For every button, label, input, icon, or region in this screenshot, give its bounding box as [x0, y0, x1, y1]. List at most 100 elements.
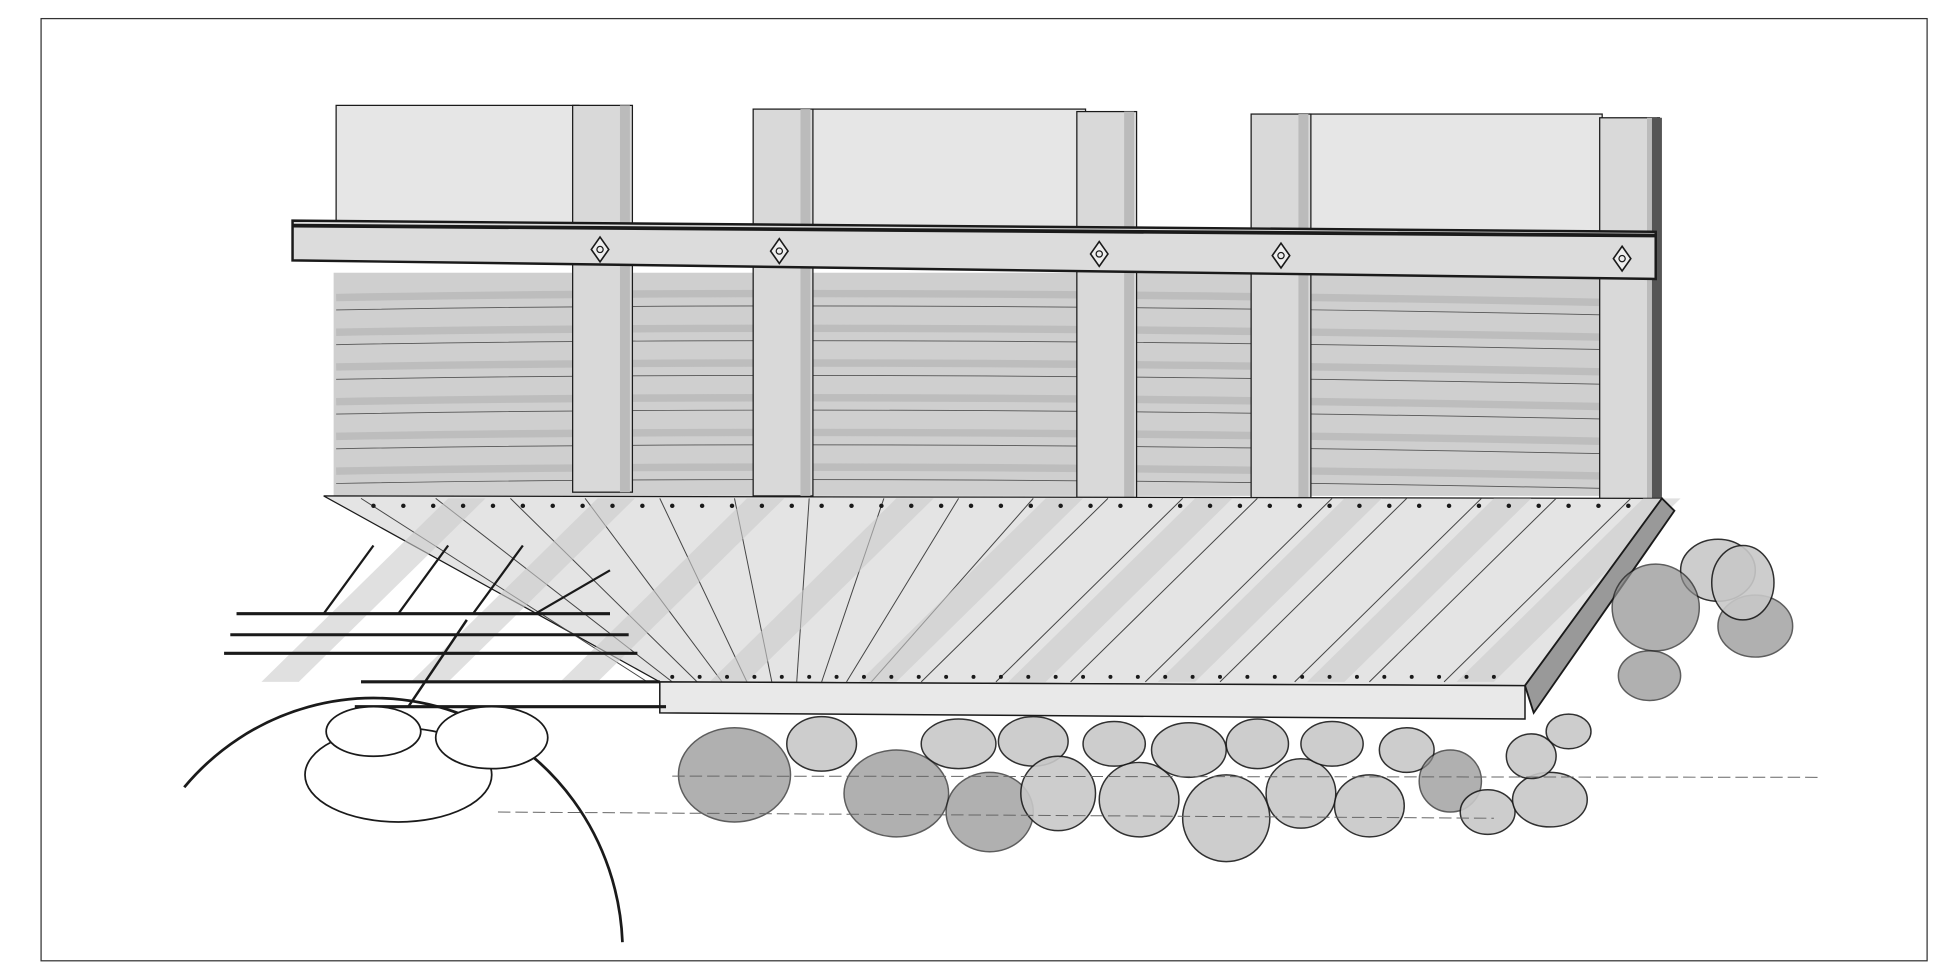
nail-dot	[1382, 674, 1387, 679]
nail-dot	[807, 674, 812, 679]
nail-dot	[1506, 503, 1512, 509]
stone	[920, 718, 997, 770]
nail-dot	[520, 503, 526, 509]
deck-fascia	[659, 681, 1526, 720]
nail-dot	[1416, 503, 1422, 509]
bolt-center	[1277, 251, 1285, 260]
bolt-center	[1095, 250, 1103, 258]
stone	[1710, 544, 1775, 621]
wood-grain	[336, 428, 1606, 446]
nail-dot	[1081, 674, 1086, 679]
stone	[1418, 749, 1483, 813]
nail-dot	[1026, 674, 1031, 679]
stone	[786, 715, 858, 772]
nail-dot	[1118, 503, 1123, 509]
deck-side-beam	[1523, 496, 1676, 715]
nail-dot	[1357, 503, 1362, 509]
callout-arc	[183, 696, 624, 943]
wood-grain	[336, 359, 1606, 376]
nail-dot	[401, 503, 406, 509]
nail-dot	[550, 503, 555, 509]
nail-dot	[779, 674, 784, 679]
nail-dot	[752, 674, 757, 679]
detail-crack	[407, 619, 468, 708]
post-shadow	[1298, 114, 1309, 501]
nail-dot	[1237, 503, 1243, 509]
nail-dot	[998, 503, 1004, 509]
stone	[1611, 563, 1701, 652]
nail-dot	[861, 674, 866, 679]
deck-board-shade	[1157, 498, 1382, 682]
stone	[1265, 757, 1337, 829]
deck-board-shade	[1307, 498, 1532, 682]
stone	[1617, 650, 1682, 702]
deck-board-seam	[995, 498, 1184, 683]
nail-dot	[670, 503, 675, 509]
nail-dot	[1536, 503, 1541, 509]
stone	[1225, 718, 1290, 770]
upper-panel	[335, 104, 580, 224]
stone	[1150, 722, 1227, 779]
deck-board-seam	[435, 497, 673, 683]
nail-dot	[1053, 674, 1058, 679]
wood-grain-line	[336, 444, 1606, 455]
stone	[1459, 788, 1516, 836]
lower-wall-panel	[333, 272, 1656, 496]
wood-grain-line	[336, 305, 1606, 316]
nail-dot	[1207, 503, 1213, 509]
deck-board-seam	[1219, 498, 1408, 683]
post-shadow	[800, 109, 811, 496]
nail-dot	[371, 503, 376, 509]
nail-dot	[909, 503, 914, 509]
nail-dot	[640, 503, 645, 509]
post-shadow	[619, 105, 630, 493]
nail-dot	[725, 674, 730, 679]
nail-dot	[938, 503, 944, 509]
nail-dot	[889, 674, 894, 679]
stone-foundation	[497, 538, 1818, 863]
nail-dot	[1058, 503, 1063, 509]
nail-dot	[1163, 674, 1168, 679]
wood-grain-line	[336, 340, 1606, 351]
stone	[1545, 713, 1592, 750]
nail-dot	[460, 503, 466, 509]
nail-dot	[789, 503, 794, 509]
nail-dot	[1245, 674, 1250, 679]
detail-board-seam	[472, 544, 524, 615]
nail-dot	[819, 503, 824, 509]
deck-board-seam	[584, 498, 723, 683]
nail-dot	[1354, 674, 1359, 679]
wood-grain-line	[336, 479, 1606, 489]
wood-grain	[336, 393, 1606, 411]
nail-dot	[1028, 503, 1034, 509]
nail-dot	[580, 503, 585, 509]
nail-dot	[1596, 503, 1601, 509]
nail-dot	[1135, 674, 1140, 679]
bolt-icon	[590, 235, 610, 264]
detail-board-seam	[534, 569, 611, 615]
wood-grain-line	[336, 409, 1606, 420]
nail-dot	[879, 503, 884, 509]
bolt-center	[775, 247, 784, 255]
nail-dot	[1626, 503, 1631, 509]
deck-board-seam	[796, 498, 810, 682]
upper-panel	[1309, 113, 1603, 233]
nail-dot	[670, 674, 675, 679]
nail-dot	[1272, 674, 1277, 679]
deck-board-seam	[1443, 498, 1632, 683]
railing-fence	[291, 104, 1662, 506]
nail-dot	[1566, 503, 1571, 509]
stone	[945, 771, 1035, 853]
stone	[1511, 771, 1588, 828]
nail-dot	[1108, 674, 1113, 679]
deck-board-seam	[1144, 498, 1333, 683]
stone	[1098, 761, 1180, 838]
stone	[1082, 720, 1147, 767]
nail-dot	[968, 503, 974, 509]
rail-top-edge	[292, 223, 1656, 238]
deck	[261, 495, 1681, 720]
nail-dot	[944, 674, 949, 679]
deck-board-seam	[1369, 498, 1557, 683]
bolt-icon	[1612, 244, 1632, 273]
